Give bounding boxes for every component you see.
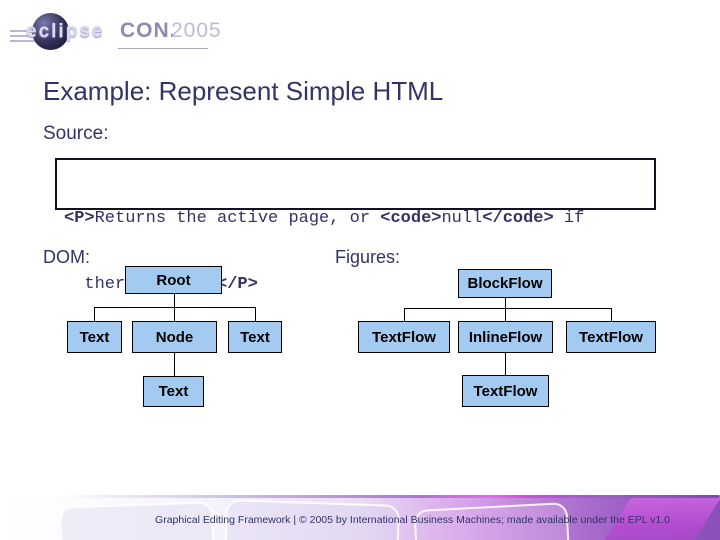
tree-connector (255, 307, 256, 321)
logo-underline (118, 48, 208, 49)
figures-node-blockflow: BlockFlow (458, 269, 552, 298)
logo-stripe (10, 35, 32, 37)
logo-con-text: CON. (120, 19, 177, 42)
code-line-1: <P>Returns the active page, or <code>nul… (64, 209, 585, 228)
tree-connector (174, 294, 175, 307)
dom-node-text-2: Text (228, 321, 282, 353)
dom-label: DOM: (43, 247, 90, 267)
tree-connector (611, 308, 612, 321)
tree-connector (174, 307, 175, 321)
tree-connector (404, 308, 612, 309)
source-code-box: <P>Returns the active page, or <code>nul… (55, 158, 656, 294)
eclipsecon-logo: eclipse CON. 2005 (8, 8, 221, 54)
dom-node-text-3: Text (143, 376, 204, 407)
logo-year-text: 2005 (171, 19, 222, 42)
logo-eclipse-text: eclipse (26, 21, 105, 42)
tree-connector (94, 307, 95, 321)
eclipse-sphere-icon (32, 13, 69, 50)
figures-node-inlineflow: InlineFlow (458, 321, 553, 353)
tree-connector (505, 353, 506, 375)
tree-connector (505, 308, 506, 321)
figures-node-textflow-2: TextFlow (566, 321, 656, 353)
footer-band: Graphical Editing Framework | © 2005 by … (0, 498, 720, 540)
tree-connector (404, 308, 405, 321)
figures-label: Figures: (335, 247, 401, 267)
logo-stripe (10, 40, 36, 42)
tree-connector (505, 298, 506, 308)
figures-node-textflow-3: TextFlow (462, 375, 549, 407)
tree-connector (174, 353, 175, 376)
logo-stripe (10, 30, 36, 32)
tree-connector (94, 307, 256, 308)
figures-node-textflow-1: TextFlow (358, 321, 450, 353)
footer-text: Graphical Editing Framework | © 2005 by … (155, 514, 670, 526)
dom-node-text-1: Text (67, 321, 122, 353)
dom-node-root: Root (125, 266, 222, 294)
page-title: Example: Represent Simple HTML (43, 76, 444, 106)
source-label: Source: (43, 123, 109, 144)
footer-accent-line (55, 495, 720, 498)
dom-node-node: Node (132, 321, 217, 353)
